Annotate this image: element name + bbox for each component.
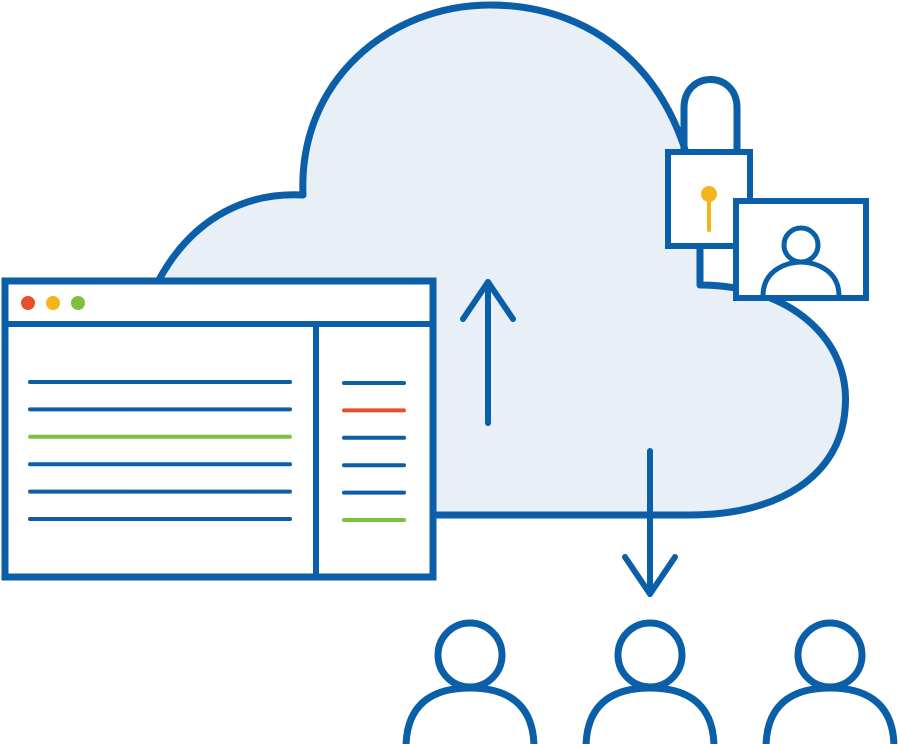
browser-frame (1, 277, 437, 581)
user-profile-card-icon (733, 198, 869, 301)
browser-main-content-lines (28, 380, 292, 521)
arrow-down-icon (622, 448, 678, 597)
browser-window-dots (21, 296, 85, 310)
arrow-up-icon (460, 279, 516, 426)
user-head (794, 619, 866, 691)
user-icon (582, 619, 718, 744)
window-dot-yellow (46, 296, 60, 310)
browser-window-icon (1, 277, 437, 581)
profile-card-shoulders (760, 259, 842, 297)
padlock-shackle (680, 76, 741, 152)
window-dot-green (71, 296, 85, 310)
browser-sidebar-lines (342, 381, 406, 522)
users-group (402, 619, 898, 744)
profile-card-head (781, 225, 821, 265)
user-shoulders (762, 684, 898, 744)
user-icon (402, 619, 538, 744)
window-dot-red (21, 296, 35, 310)
user-icon (762, 619, 898, 744)
user-head (614, 619, 686, 691)
user-shoulders (402, 684, 538, 744)
user-head (434, 619, 506, 691)
user-shoulders (582, 684, 718, 744)
padlock-keyhole (701, 186, 717, 202)
